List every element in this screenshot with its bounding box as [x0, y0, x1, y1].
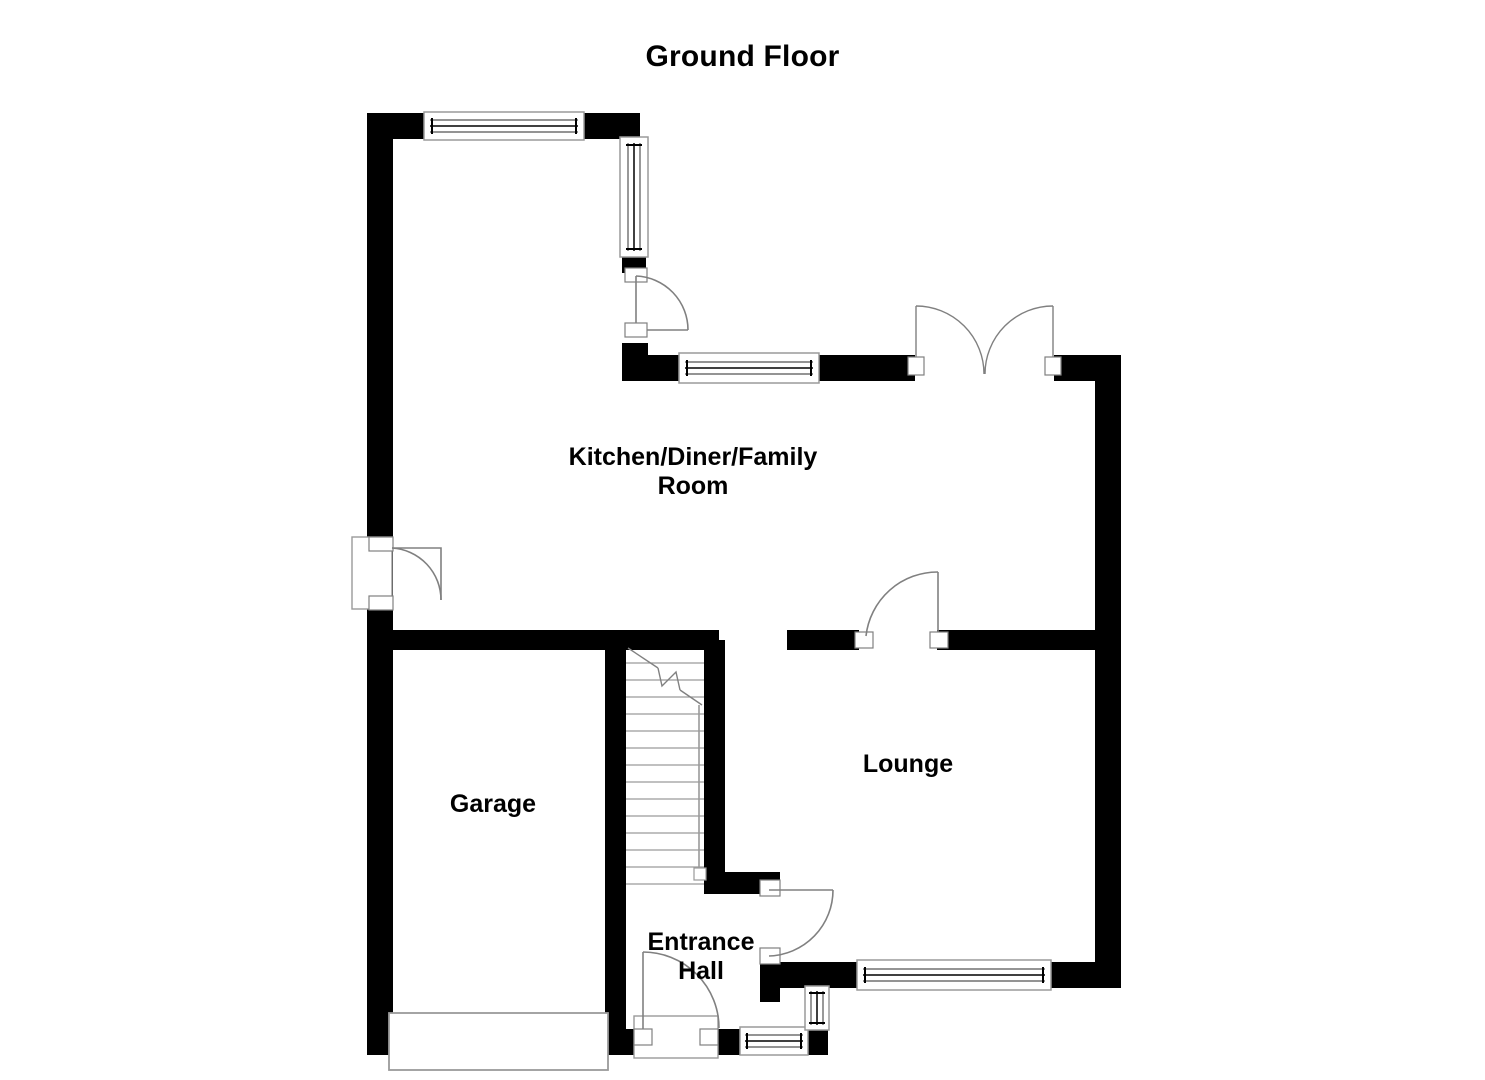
kitchen-window-east-upper [619, 136, 649, 258]
entrance-window-south [739, 1026, 809, 1056]
wall-garage-south-right [605, 1029, 626, 1055]
wall-lounge-south-right [1049, 962, 1121, 988]
wall-stairs-foot [704, 872, 773, 894]
kitchen-door-west [351, 536, 442, 611]
entrance-hall-door-lounge [759, 879, 834, 965]
wall-lounge-north-left-stub [787, 630, 859, 650]
kitchen-door-east-upper [624, 267, 689, 338]
page-title: Ground Floor [0, 40, 1485, 74]
wall-kitchen-south-interior-right [619, 630, 719, 650]
entrance-window-east [804, 985, 830, 1031]
kitchen-french-doors-south [907, 305, 1062, 376]
wall-hall-south-right [806, 1029, 828, 1055]
wall-kitchen-north-left-stub [367, 113, 425, 139]
wall-hall-south-mid [716, 1029, 742, 1055]
kitchen-window-north [423, 111, 585, 141]
staircase [626, 647, 707, 885]
wall-kitchen-south-mid [816, 355, 915, 381]
front-door [633, 951, 720, 1059]
wall-kitchen-south-interior-left [367, 630, 619, 650]
wall-kitchen-south-left-stub [622, 355, 679, 381]
wall-kitchen-north-right [583, 113, 640, 139]
wall-garage-west [367, 630, 393, 1055]
page-title-text: Ground Floor [645, 40, 840, 73]
lounge-door-north [854, 571, 949, 649]
wall-garage-east [605, 630, 626, 1055]
windows-group [423, 111, 1052, 1056]
kitchen-window-south [678, 352, 820, 384]
wall-lounge-north [937, 630, 1107, 650]
wall-lounge-south-left [760, 962, 858, 988]
doors-group [351, 267, 1062, 1071]
lounge-window-south [856, 959, 1052, 991]
wall-stairs-east [704, 640, 725, 878]
wall-east-outer [1095, 355, 1121, 984]
walls-group [367, 113, 1121, 1055]
garage-door-south [388, 1012, 609, 1071]
